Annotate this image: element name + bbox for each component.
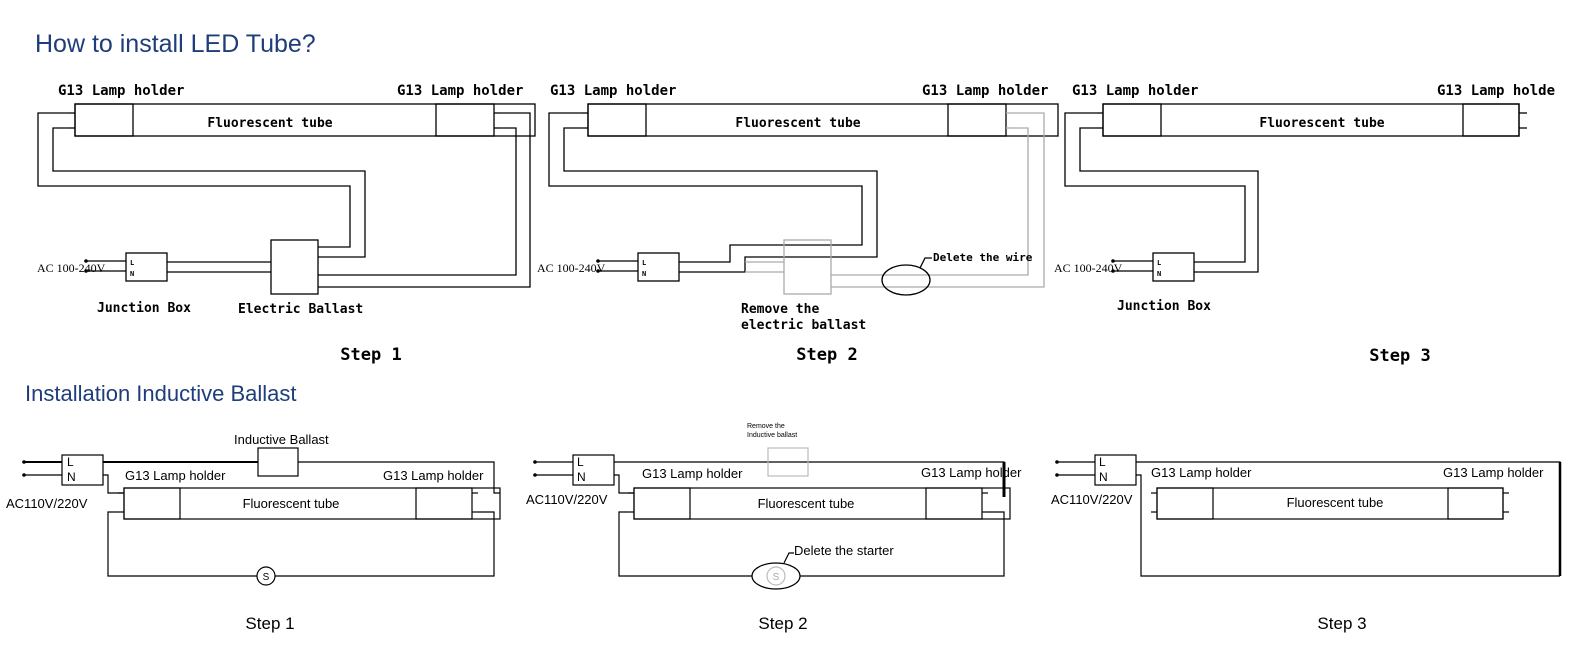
bottom-step2-diagram [535, 447, 1011, 590]
bot3-L: L [1099, 455, 1106, 469]
bot3-right-holder-label: G13 Lamp holder [1443, 465, 1544, 480]
bot2-tube-label: Fluorescent tube [758, 496, 855, 511]
bottom-step3-diagram [1057, 454, 1562, 577]
right-holder [947, 103, 1007, 137]
top1-tube-label: Fluorescent tube [207, 116, 332, 131]
right-holder [1447, 487, 1504, 520]
bot1-tube-label: Fluorescent tube [243, 496, 340, 511]
bot2-starter-label: S [773, 572, 780, 583]
delete-wire-marker [881, 264, 931, 296]
junction-box [1094, 454, 1137, 486]
bot3-N: N [1099, 470, 1108, 484]
bot2-right-holder-label: G13 Lamp holder [921, 465, 1022, 480]
left-holder [587, 103, 647, 137]
top3-ac-label: AC 100-240V [1054, 261, 1123, 275]
right-holder [925, 487, 983, 520]
starter-icon [256, 566, 276, 586]
top-step1-diagram [37, 103, 536, 295]
delete-starter-marker [751, 562, 801, 590]
top1-L: L [130, 259, 134, 267]
bot2-remove-line1: Remove the [747, 423, 785, 430]
electric-ballast [270, 239, 319, 295]
removed-starter-icon [766, 566, 786, 586]
top3-tube-label: Fluorescent tube [1259, 116, 1384, 131]
bottom-step3-label: Step 3 [1317, 614, 1366, 633]
top3-L: L [1157, 259, 1161, 267]
top-step2-label: Step 2 [796, 345, 857, 365]
bot2-remove-line2: Inductive ballast [747, 432, 797, 439]
top2-right-holder-label: G13 Lamp holder [922, 83, 1048, 99]
top2-remove-line1: Remove the [741, 302, 819, 317]
top1-N: N [130, 270, 134, 278]
junction-box [1152, 252, 1195, 282]
top2-delete-wire-label: Delete the wire [933, 251, 1033, 264]
right-holder [415, 487, 473, 520]
bottom-step1-diagram [24, 447, 501, 586]
top1-right-holder-label: G13 Lamp holder [397, 83, 523, 99]
left-holder [1102, 103, 1162, 137]
bot1-N: N [67, 470, 76, 484]
bot2-ac-label: AC110V/220V [526, 492, 608, 507]
removed-wiring [745, 112, 1045, 295]
inductive-ballast [257, 447, 299, 477]
top2-remove-line2: electric ballast [741, 318, 866, 333]
inductive-title: Installation Inductive Ballast [25, 381, 297, 406]
bot3-left-holder-label: G13 Lamp holder [1151, 465, 1252, 480]
junction-box [125, 252, 168, 282]
bot2-N: N [577, 470, 586, 484]
left-holder [74, 103, 134, 137]
removed-ballast [783, 239, 832, 295]
removed-inductive-ballast [767, 447, 809, 477]
bot2-delete-starter-label: Delete the starter [794, 543, 894, 558]
right-holder [1462, 103, 1520, 137]
top-step3-label: Step 3 [1369, 346, 1430, 366]
left-holder [633, 487, 691, 520]
top1-junction-label: Junction Box [97, 301, 191, 316]
bot1-right-holder-label: G13 Lamp holder [383, 468, 484, 483]
top1-left-holder-label: G13 Lamp holder [58, 83, 184, 99]
top3-left-holder-label: G13 Lamp holder [1072, 83, 1198, 99]
bot2-left-holder-label: G13 Lamp holder [642, 466, 743, 481]
bot1-L: L [67, 455, 74, 469]
bottom-step2-label: Step 2 [758, 614, 807, 633]
top3-junction-label: Junction Box [1117, 299, 1211, 314]
top2-tube-label: Fluorescent tube [735, 116, 860, 131]
left-holder [1156, 487, 1214, 520]
top2-N: N [642, 270, 646, 278]
top1-ballast-label: Electric Ballast [238, 302, 363, 317]
top2-ac-label: AC 100-240V [537, 261, 606, 275]
left-holder [123, 487, 181, 520]
bot1-ac-label: AC110V/220V [6, 496, 88, 511]
top1-ac-label: AC 100-240V [37, 261, 106, 275]
bot1-left-holder-label: G13 Lamp holder [125, 468, 226, 483]
main-title: How to install LED Tube? [35, 30, 316, 58]
bot2-L: L [577, 455, 584, 469]
top-step2-diagram [548, 103, 1059, 296]
top2-L: L [642, 259, 646, 267]
right-holder [435, 103, 495, 137]
bot1-starter-label: S [263, 572, 270, 583]
top3-N: N [1157, 270, 1161, 278]
bot3-ac-label: AC110V/220V [1051, 492, 1133, 507]
bottom-step1-label: Step 1 [245, 614, 294, 633]
top2-left-holder-label: G13 Lamp holder [550, 83, 676, 99]
top3-right-holder-label: G13 Lamp holde [1437, 83, 1555, 99]
bot1-ballast-label: Inductive Ballast [234, 432, 329, 447]
junction-box [637, 252, 680, 282]
junction-box [61, 454, 104, 486]
top-step3-diagram [1064, 103, 1527, 282]
bot3-tube-label: Fluorescent tube [1287, 495, 1384, 510]
top-step1-label: Step 1 [340, 345, 401, 365]
junction-box [572, 454, 615, 486]
